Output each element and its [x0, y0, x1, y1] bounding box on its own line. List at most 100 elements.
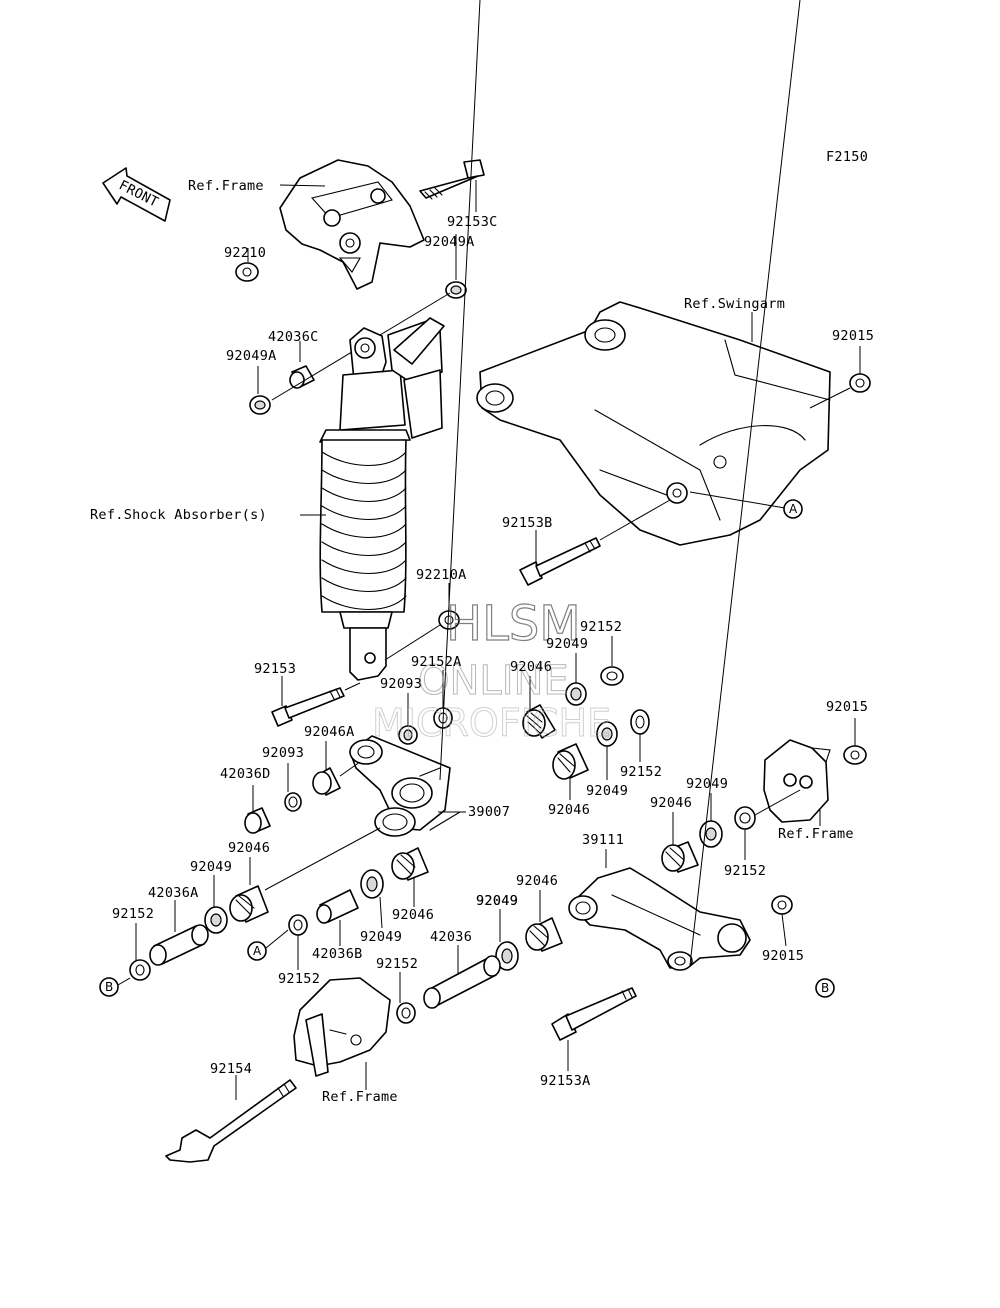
callout-b-right: B [815, 978, 835, 998]
part-label: 92049 [190, 859, 232, 875]
axle-92154 [165, 1079, 297, 1163]
svg-text:A: A [789, 502, 798, 516]
washer-92049A-right [445, 281, 467, 299]
part-label: 92049A [424, 234, 475, 250]
part-label: 92210 [224, 245, 266, 261]
part-label: 92093 [380, 676, 422, 692]
part-label: 92049A [226, 348, 277, 364]
bolt-92153C [419, 159, 485, 200]
collar-92046A [312, 767, 341, 796]
washer-92049-upper [565, 682, 587, 706]
seal-92152-center [288, 914, 308, 936]
part-label: 92015 [826, 699, 868, 715]
bolt-92153 [271, 687, 345, 727]
bolt-92153A [551, 987, 637, 1041]
bearing-92046-mid [552, 743, 589, 780]
svg-text:HLSM: HLSM [446, 596, 581, 652]
washer-92049-rocker [495, 941, 519, 971]
svg-text:B: B [821, 981, 829, 995]
svg-text:A: A [253, 944, 262, 958]
bearing-92046-rocker [525, 917, 563, 952]
part-label: 92152 [376, 956, 418, 972]
rocker-arm-39111 [568, 867, 751, 971]
part-label: 92152 [580, 619, 622, 635]
part-label: 92152 [724, 863, 766, 879]
bearing-92046-left [229, 885, 269, 923]
part-label: 92152 [620, 764, 662, 780]
part-label: 42036 [430, 929, 472, 945]
svg-text:MICROFICHE: MICROFICHE [372, 701, 611, 745]
frame-right-bracket [763, 739, 831, 823]
part-label: 92152 [112, 906, 154, 922]
front-arrow-icon: FRONT [102, 167, 171, 222]
part-label: 92049 [586, 783, 628, 799]
svg-text:B: B [105, 980, 113, 994]
part-label: 92153 [254, 661, 296, 677]
part-label: 92046 [516, 873, 558, 889]
part-label: 92046 [650, 795, 692, 811]
seal-92152-right [734, 806, 756, 830]
part-label: 92049 [686, 776, 728, 792]
callout-a-left: A [247, 941, 267, 961]
ref-frame-top-label: Ref.Frame [188, 178, 264, 194]
part-label: 92153B [502, 515, 553, 531]
swingarm [476, 301, 831, 546]
bearing-92046-center [391, 847, 429, 881]
seal-92152-left [129, 959, 151, 981]
nut-92210 [235, 262, 259, 282]
nut-92015-top [849, 373, 871, 393]
part-label: 92046 [392, 907, 434, 923]
nut-92015-lower [771, 895, 793, 915]
ref-frame-right-label: Ref.Frame [778, 826, 854, 842]
collar-42036C [289, 365, 315, 389]
ring-92093-lower [284, 792, 302, 812]
part-label: 92015 [762, 948, 804, 964]
part-label: 39111 [582, 832, 624, 848]
part-label: 92154 [210, 1061, 252, 1077]
part-label: 92153A [540, 1073, 591, 1089]
frame-bottom-bracket [293, 977, 391, 1077]
callout-b-left: B [99, 977, 119, 997]
part-label: 42036C [268, 329, 319, 345]
part-label: 42036D [220, 766, 271, 782]
part-label: 92046 [228, 840, 270, 856]
part-label: 39007 [468, 804, 510, 820]
part-label: 92152 [278, 971, 320, 987]
figure-code: F2150 [826, 149, 868, 165]
part-label: 92046 [510, 659, 552, 675]
washer-92049A-left [249, 395, 271, 415]
part-label: 92046A [304, 724, 355, 740]
washer-92049-center [360, 869, 384, 899]
collar-42036D [244, 807, 271, 834]
frame-top-bracket [279, 159, 425, 290]
seal-92152-upper [600, 666, 624, 686]
part-label: 42036A [148, 885, 199, 901]
ref-swingarm-label: Ref.Swingarm [684, 296, 785, 312]
part-label: 92049 [476, 893, 518, 909]
part-label: 92093 [262, 745, 304, 761]
collar-42036B [316, 889, 359, 924]
collar-42036 [423, 955, 501, 1009]
washer-92049-left [204, 906, 228, 934]
part-label: 42036B [312, 946, 363, 962]
nut-92015-right [843, 745, 867, 765]
svg-text:ONLINE: ONLINE [418, 658, 569, 704]
part-label: 92015 [832, 328, 874, 344]
bearing-92046-right [661, 841, 699, 873]
part-label: 92046 [548, 802, 590, 818]
part-label: 92049 [546, 636, 588, 652]
part-label: 92153C [447, 214, 498, 230]
collar-42036A [149, 924, 209, 966]
part-label: 92210A [416, 567, 467, 583]
callout-a-right: A [783, 499, 803, 519]
part-label: 92049 [476, 893, 518, 909]
shock-absorber [319, 317, 445, 681]
ref-frame-bottom-label: Ref.Frame [322, 1089, 398, 1105]
seal-92152-bottom [396, 1002, 416, 1024]
bolt-92153B [519, 537, 601, 586]
part-label: 92049 [360, 929, 402, 945]
part-label: 92152A [411, 654, 462, 670]
watermark: HLSM ONLINE MICROFICHE [372, 595, 612, 745]
tie-rod-39007 [349, 735, 461, 837]
